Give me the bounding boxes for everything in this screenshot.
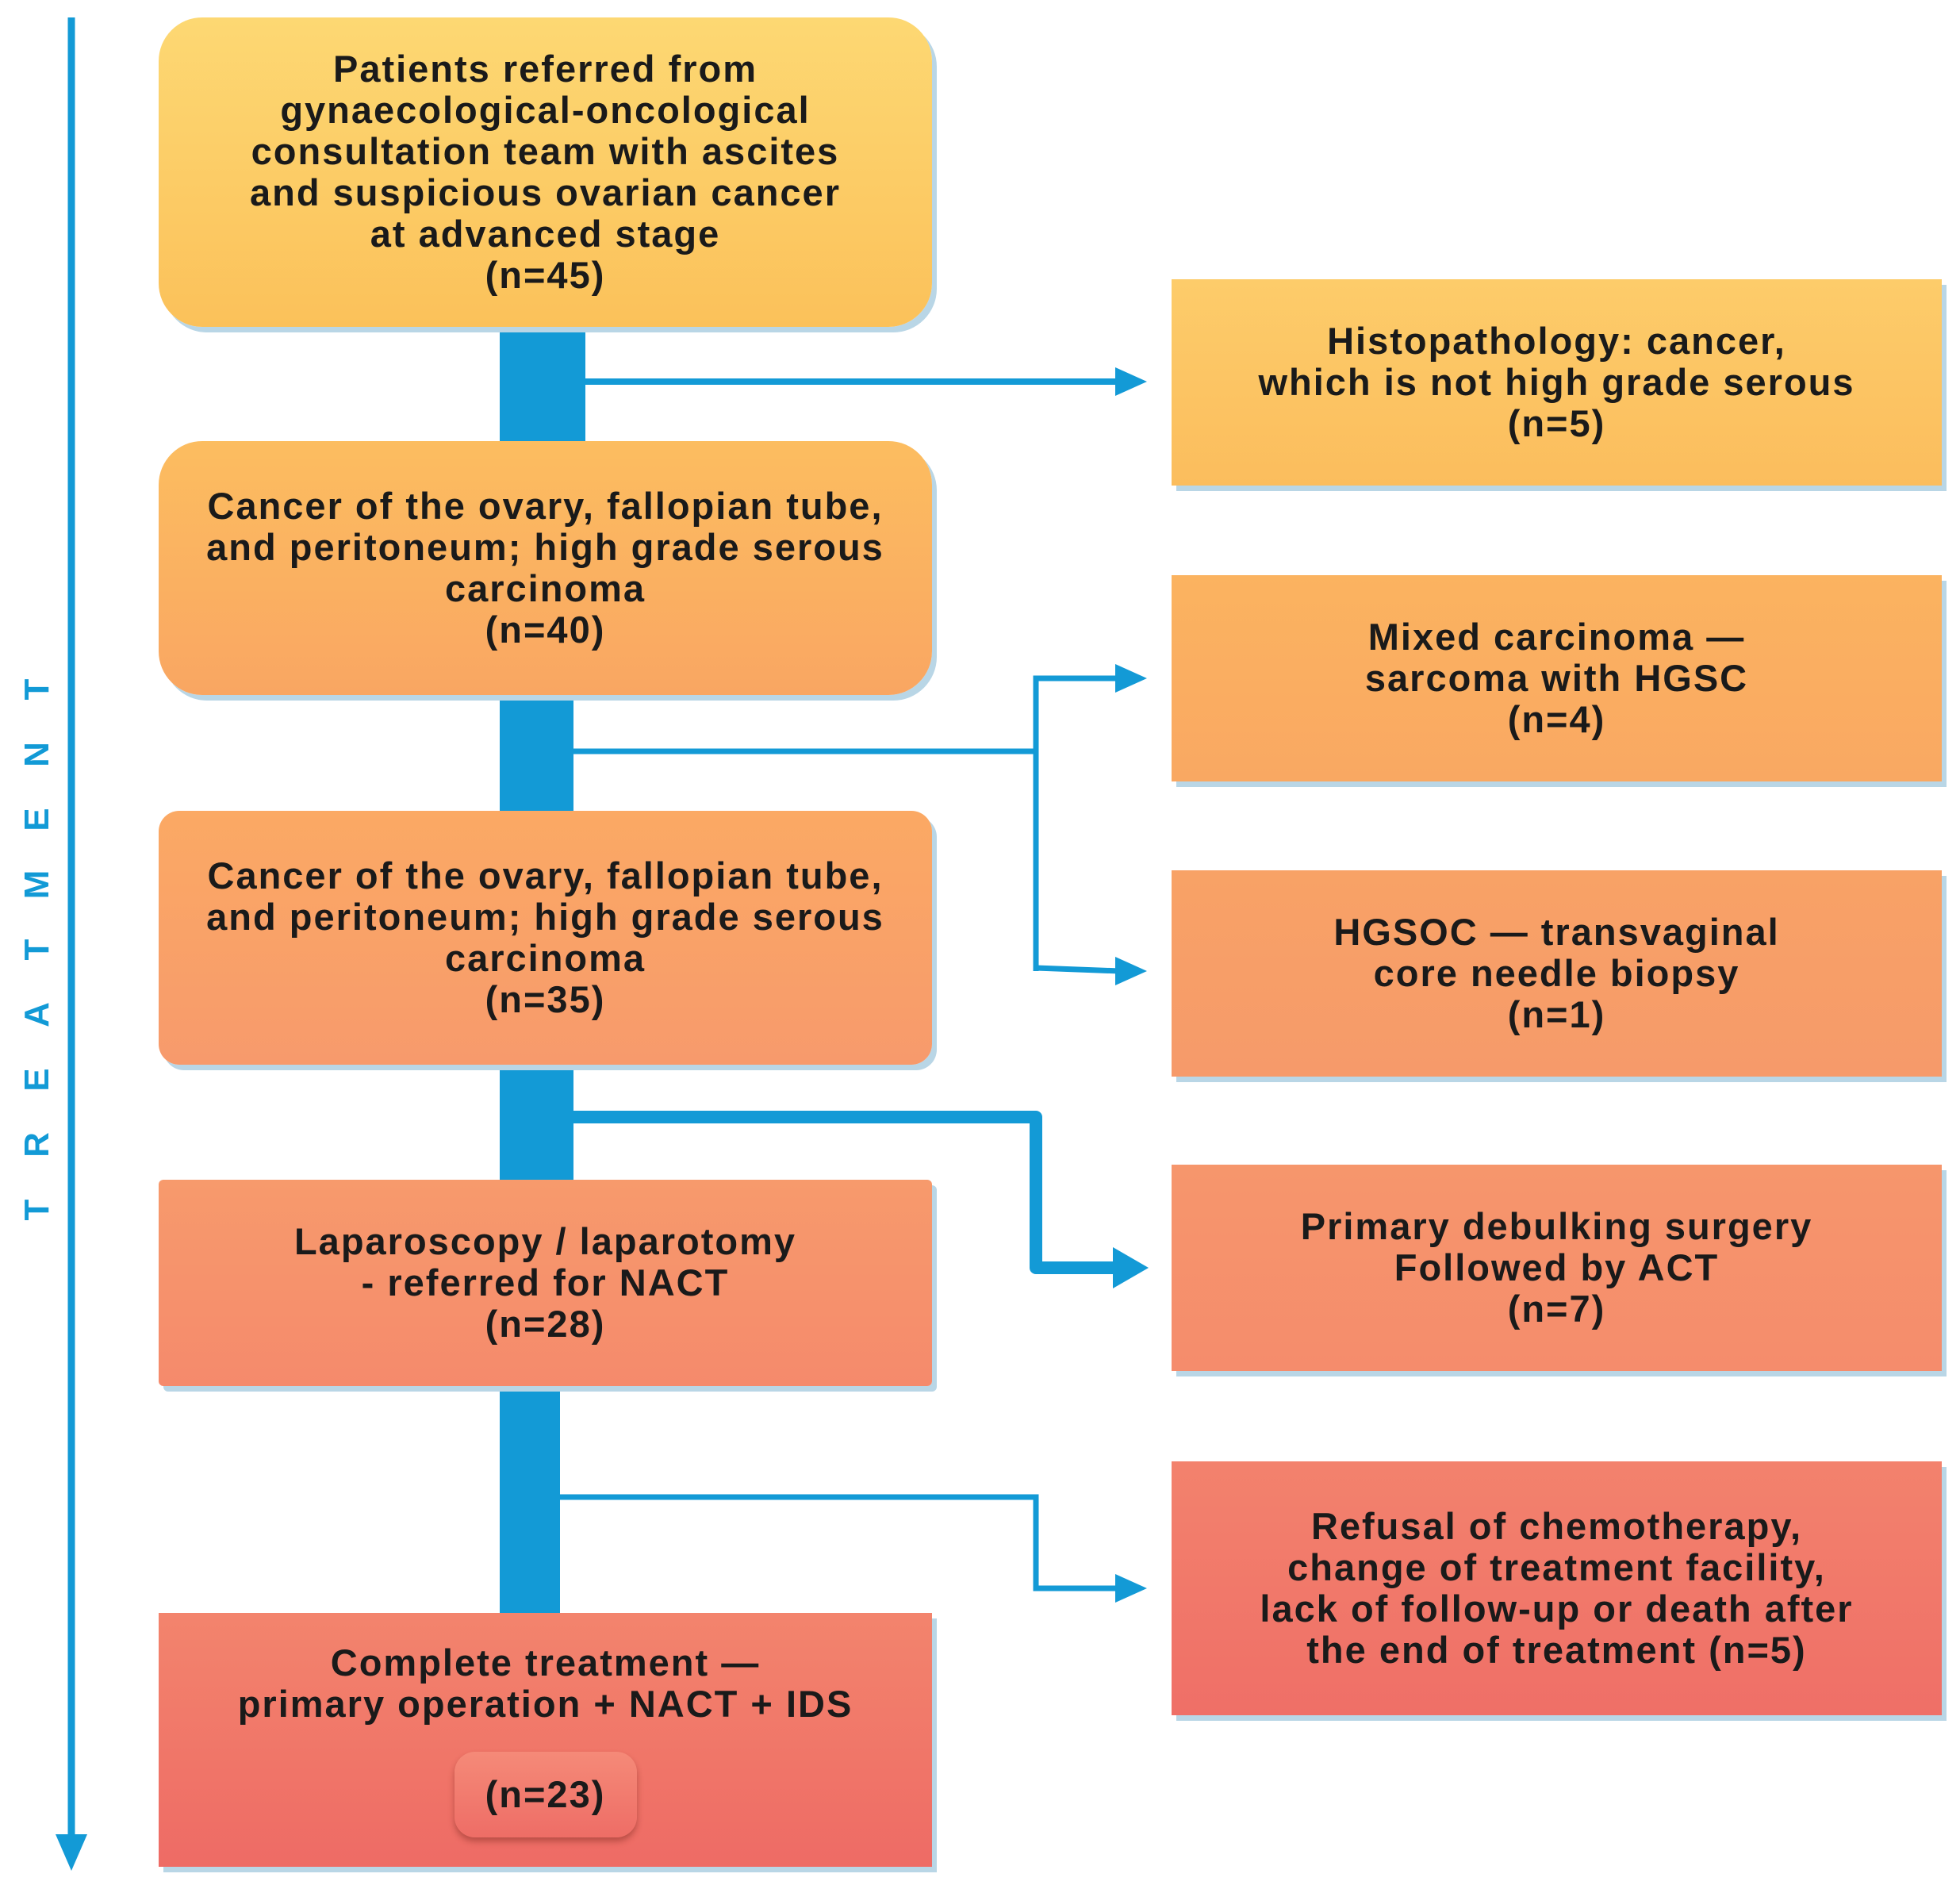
branch-to-mixed (1033, 675, 1120, 971)
axis-letter: A (17, 1002, 56, 1027)
box-primary-debulking-surgery-text: Primary debulking surgery Followed by AC… (1300, 1205, 1813, 1330)
box-hgsc-n40: Cancer of the ovary, fallopian tube, and… (159, 441, 932, 695)
axis-letter: R (17, 1132, 56, 1158)
box-mixed-carcinoma: Mixed carcinoma — sarcoma with HGSC (n=4… (1172, 575, 1942, 781)
box-laparoscopy-nact: Laparoscopy / laparotomy - referred for … (159, 1180, 932, 1386)
axis-letter: M (17, 870, 56, 900)
branch-to-biopsy (1035, 965, 1121, 974)
box-core-needle-biopsy: HGSOC — transvaginal core needle biopsy … (1172, 870, 1942, 1077)
box-hgsc-n35-count: (n=35) (485, 978, 606, 1020)
box-histopathology-not-hgs: Histopathology: cancer, which is not hig… (1172, 279, 1942, 486)
box-hgsc-n40-count: (n=40) (485, 609, 606, 651)
box-hgsc-n40-text: Cancer of the ovary, fallopian tube, and… (206, 485, 884, 609)
axis-letter: E (17, 1068, 56, 1092)
count-badge: (n=23) (454, 1752, 637, 1837)
arrowhead-refusal (1115, 1574, 1147, 1603)
box-laparoscopy-nact-count: (n=28) (485, 1303, 606, 1345)
box-core-needle-biopsy-text: HGSOC — transvaginal core needle biopsy … (1333, 911, 1780, 1035)
branch-to-pds (573, 1111, 1120, 1274)
branch-to-refusal (560, 1494, 1120, 1591)
box-patients-referred: Patients referred from gynaecological-on… (159, 17, 932, 327)
box-complete-treatment-text: Complete treatment — primary operation +… (237, 1641, 853, 1725)
trunk-segment-4 (500, 1384, 560, 1614)
box-patients-referred-count: (n=45) (485, 254, 606, 296)
box-complete-treatment: Complete treatment — primary operation +… (159, 1613, 932, 1867)
axis-letter: E (17, 808, 56, 831)
box-refusal-text: Refusal of chemotherapy, change of treat… (1260, 1505, 1854, 1671)
box-refusal-of-chemotherapy: Refusal of chemotherapy, change of treat… (1172, 1461, 1942, 1715)
timeline-axis-arrowhead (56, 1834, 87, 1871)
trunk-segment-2 (500, 694, 573, 813)
arrowhead-mixed (1115, 664, 1147, 693)
axis-letter: T (17, 678, 56, 701)
axis-letter: T (17, 939, 56, 961)
trunk-segment-1 (500, 325, 585, 444)
trunk-segment-3 (500, 1063, 573, 1182)
arrowhead-biopsy (1115, 957, 1147, 985)
arrowhead-histopathology (1115, 367, 1147, 396)
box-complete-treatment-count: (n=23) (485, 1773, 606, 1815)
box-mixed-carcinoma-text: Mixed carcinoma — sarcoma with HGSC (n=4… (1364, 616, 1749, 740)
axis-letter: N (17, 742, 56, 767)
box-patients-referred-text: Patients referred from gynaecological-on… (250, 48, 841, 255)
box-laparoscopy-nact-text: Laparoscopy / laparotomy - referred for … (293, 1220, 797, 1303)
arrowhead-pds (1113, 1247, 1149, 1288)
box-hgsc-n35-text: Cancer of the ovary, fallopian tube, and… (206, 854, 884, 979)
axis-letter: T (17, 1199, 56, 1221)
box-histopathology-text: Histopathology: cancer, which is not hig… (1258, 320, 1855, 444)
box-primary-debulking-surgery: Primary debulking surgery Followed by AC… (1172, 1165, 1942, 1371)
box-hgsc-n35: Cancer of the ovary, fallopian tube, and… (159, 811, 932, 1065)
